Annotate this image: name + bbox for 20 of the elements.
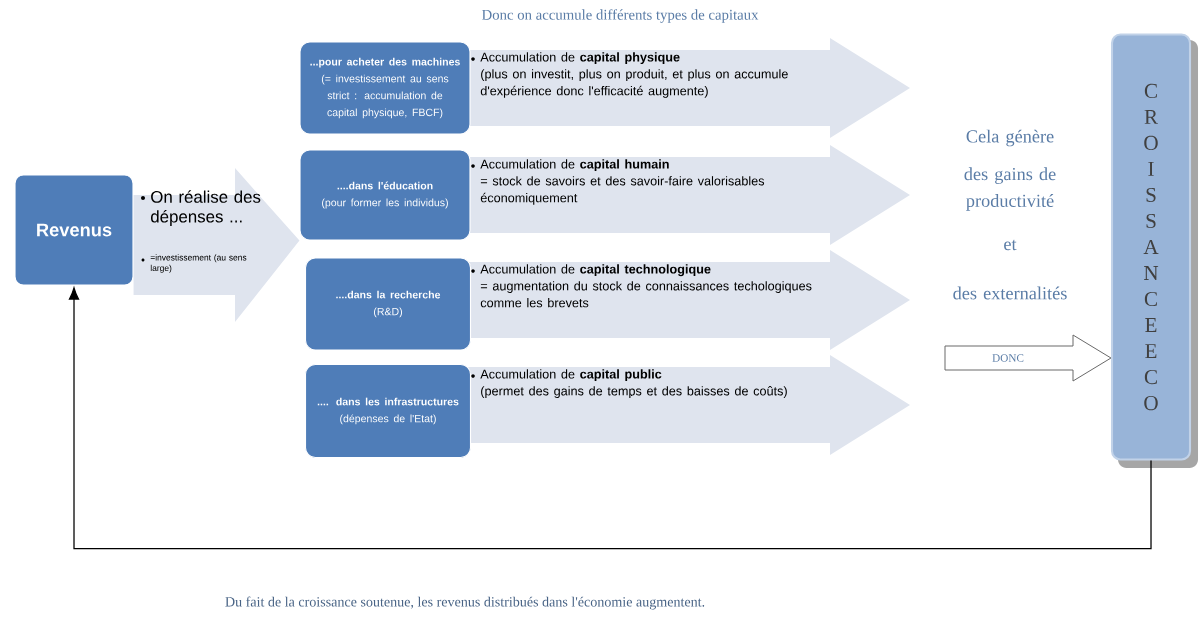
bullet-text: On réalise des dépenses ...: [141, 190, 261, 226]
edge-label: DONC: [990, 352, 1026, 364]
serif-text: et: [1004, 239, 1017, 251]
serif-text: Cela génère: [966, 129, 1054, 147]
arrow-band: Accumulation de capital technologique = augmentation du stock de connaissances techologiques comme les brevets: [450, 250, 910, 350]
rounded-box: .... dans les infrastructures (dépenses de l'Etat): [304, 363, 472, 459]
vertical-box: CROISSANCE ECO: [1110, 33, 1198, 468]
rounded-box: ...pour acheter des machines (= investissement au sens strict : accumulation de capital physique, FBCF): [299, 41, 471, 135]
rounded-box: ....dans la recherche (R&D): [304, 257, 472, 351]
bullet-text: =investissement (au sens large): [141, 254, 247, 273]
block-arrow: [944, 334, 1112, 382]
rounded-box: ....dans l'éducation (pour former les individus): [299, 149, 471, 241]
serif-text: des gains de productivité: [964, 167, 1056, 211]
heading: Donc on accumule différents types de capitaux: [482, 9, 759, 23]
rounded-box: Revenus: [14, 174, 134, 286]
serif-text: des externalités: [953, 286, 1067, 300]
arrow: [68, 287, 1152, 550]
arrow-band: Accumulation de capital humain = stock de savoirs et des savoir-faire valorisables économiquement: [450, 145, 910, 245]
block-arrow: [133, 168, 300, 322]
caption: Du fait de la croissance soutenue, les revenus distribués dans l'économie augmentent.: [225, 596, 705, 610]
